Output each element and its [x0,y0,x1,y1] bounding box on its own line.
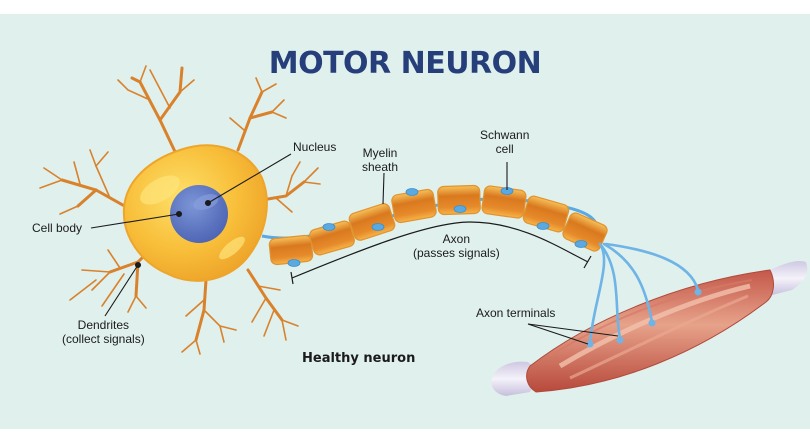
label-myelin-line1: Myelin [362,146,398,160]
label-axon-line2: (passes signals) [413,246,500,260]
label-axon-terminals: Axon terminals [476,306,556,320]
label-dendrites-line2: (collect signals) [62,332,145,346]
caption: Healthy neuron [302,351,416,366]
terminal-bulbs [586,288,702,348]
pointer-lines [90,153,619,345]
page-title: MOTOR NEURON [268,46,542,81]
label-dendrites: Dendrites (collect signals) [62,318,145,346]
label-cell-body: Cell body [32,221,83,235]
axon-bracket [291,221,589,279]
label-schwann-cell: Schwann cell [480,128,529,156]
label-nucleus: Nucleus [293,140,337,154]
muscle [491,260,808,396]
label-myelin-sheath: Myelin sheath [362,146,398,174]
schwann-cells [287,187,588,267]
dendrites [39,65,321,355]
axon-terminals [588,242,700,344]
label-myelin-line2: sheath [362,160,399,174]
label-dendrites-line1: Dendrites [77,318,130,332]
label-schwann-line2: cell [495,142,514,156]
label-axon: Axon (passes signals) [413,232,500,260]
myelin-sheath [268,184,608,266]
label-axon-line1: Axon [442,232,471,246]
label-schwann-line1: Schwann [480,128,530,142]
